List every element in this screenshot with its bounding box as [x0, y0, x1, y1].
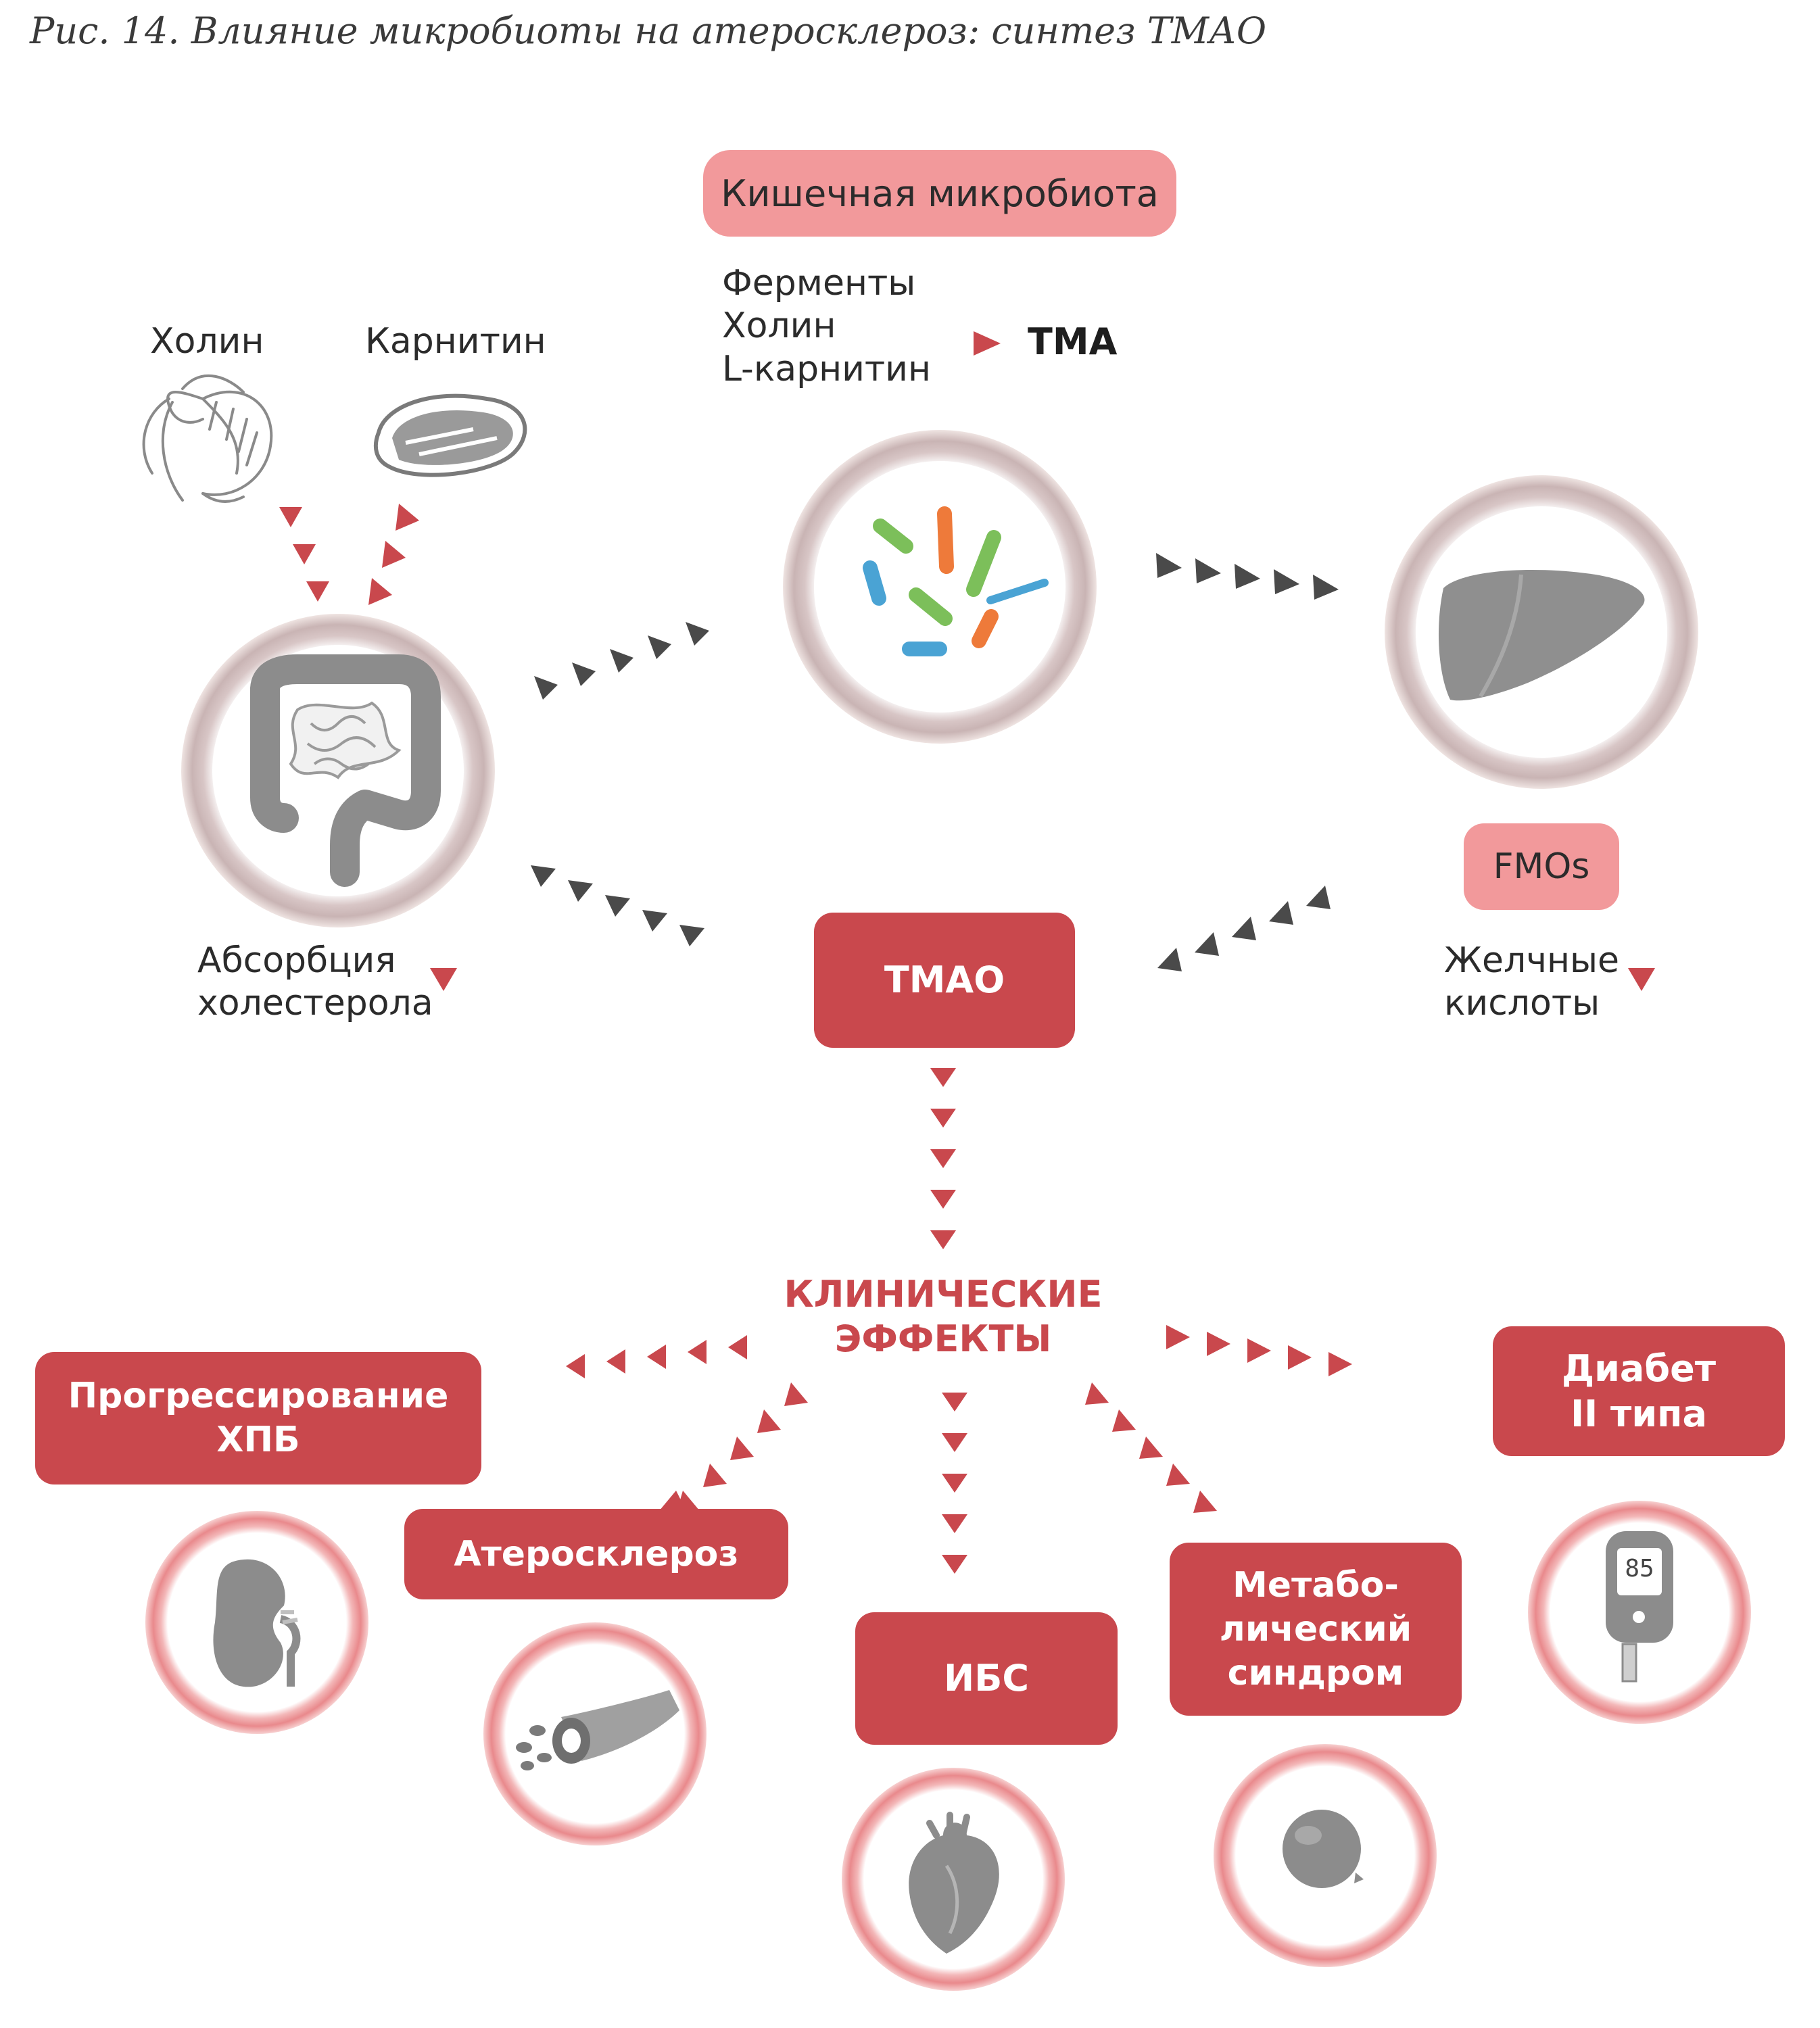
- atherosclerosis-label: Атеросклероз: [454, 1533, 739, 1574]
- tmao-label: ТМАО: [884, 959, 1005, 1002]
- tma-label: ТМА: [1028, 320, 1118, 363]
- cholesterol-down-arrow: [430, 968, 457, 991]
- figure-caption: Рис. 14. Влияние микробиоты на атероскле…: [30, 9, 1267, 52]
- liver-to-tmao-arrows: [1157, 886, 1331, 971]
- cholesterol-note-line-2: холестерола: [197, 983, 433, 1024]
- gut-to-microbiota-arrows: [534, 622, 709, 700]
- bile-acids-line-1: Желчные: [1444, 940, 1620, 981]
- bacteria-icon: [863, 506, 1049, 656]
- microbiota-substrates: Ферменты Холин L-карнитин: [722, 262, 931, 391]
- clinical-effects-title: КЛИНИЧЕСКИЕ ЭФФЕКТЫ: [757, 1272, 1129, 1361]
- diabetes-line-1: Диабет: [1562, 1347, 1716, 1390]
- choline-label: Холин: [150, 321, 264, 362]
- bile-acids-note: Желчные кислоты: [1444, 940, 1619, 1025]
- glucometer-icon: [1606, 1531, 1673, 1683]
- to-diabetes-arrows: [1166, 1325, 1352, 1376]
- effects-title-line-1: КЛИНИЧЕСКИЕ: [784, 1273, 1103, 1315]
- tmao-down-arrows: [930, 1068, 956, 1249]
- microbiota-title-pill: Кишечная микробиота: [703, 150, 1176, 237]
- intestine-icon: [250, 654, 441, 887]
- to-metabolic-arrows: [1085, 1382, 1217, 1513]
- steak-icon: [373, 393, 527, 477]
- ibs-label: ИБС: [944, 1657, 1029, 1700]
- effects-title-line-2: ЭФФЕКТЫ: [834, 1317, 1052, 1360]
- tmao-box: ТМАО: [814, 913, 1075, 1048]
- ckd-line-2: ХПБ: [216, 1420, 300, 1460]
- fmos-pill: FMOs: [1464, 823, 1619, 910]
- fmos-label: FMOs: [1493, 846, 1590, 887]
- metabolic-line-3: синдром: [1227, 1652, 1404, 1693]
- substrate-carnitine: L-карнитин: [722, 348, 931, 389]
- heart-icon: [909, 1812, 999, 1954]
- bile-acids-down-arrow: [1628, 968, 1655, 991]
- ckd-progression-box: Прогрессирование ХПБ: [35, 1352, 481, 1484]
- substrate-enzymes: Ферменты: [722, 263, 916, 304]
- metabolic-syndrome-box: Метабо- лический синдром: [1170, 1543, 1462, 1716]
- carnitine-label: Карнитин: [365, 321, 546, 362]
- tma-arrow: [974, 331, 1001, 356]
- metabolic-line-2: лический: [1219, 1608, 1412, 1649]
- glucometer-reading: 85: [1625, 1555, 1654, 1583]
- to-ibs-arrows: [942, 1393, 967, 1574]
- athero-box-tail: [659, 1491, 686, 1511]
- bile-acids-line-2: кислоты: [1444, 983, 1600, 1024]
- vessel-icon: [516, 1690, 679, 1770]
- ckd-line-1: Прогрессирование: [68, 1376, 449, 1416]
- atherosclerosis-box: Атеросклероз: [404, 1509, 788, 1599]
- cholesterol-note-line-1: Абсорбция: [197, 940, 396, 981]
- fat-cell-icon: [1283, 1810, 1364, 1888]
- kidney-icon: [213, 1559, 301, 1687]
- substrate-choline: Холин: [722, 306, 836, 347]
- diabetes-line-2: II типа: [1571, 1393, 1707, 1435]
- to-ckd-arrows: [566, 1335, 747, 1378]
- microbiota-to-liver-arrows: [1156, 553, 1339, 600]
- shrimp-icon: [142, 374, 273, 503]
- gut-to-tmao-arrows: [531, 865, 704, 946]
- cholesterol-absorption-note: Абсорбция холестерола: [197, 940, 433, 1025]
- diabetes-box: Диабет II типа: [1493, 1326, 1785, 1456]
- microbiota-title: Кишечная микробиота: [721, 172, 1159, 215]
- microbiota-circle: [783, 430, 1097, 744]
- to-athero-arrows: [676, 1382, 808, 1514]
- diet-arrows: [279, 504, 419, 605]
- liver-icon: [1438, 569, 1645, 701]
- metabolic-line-1: Метабо-: [1232, 1564, 1399, 1606]
- ibs-box: ИБС: [855, 1612, 1118, 1745]
